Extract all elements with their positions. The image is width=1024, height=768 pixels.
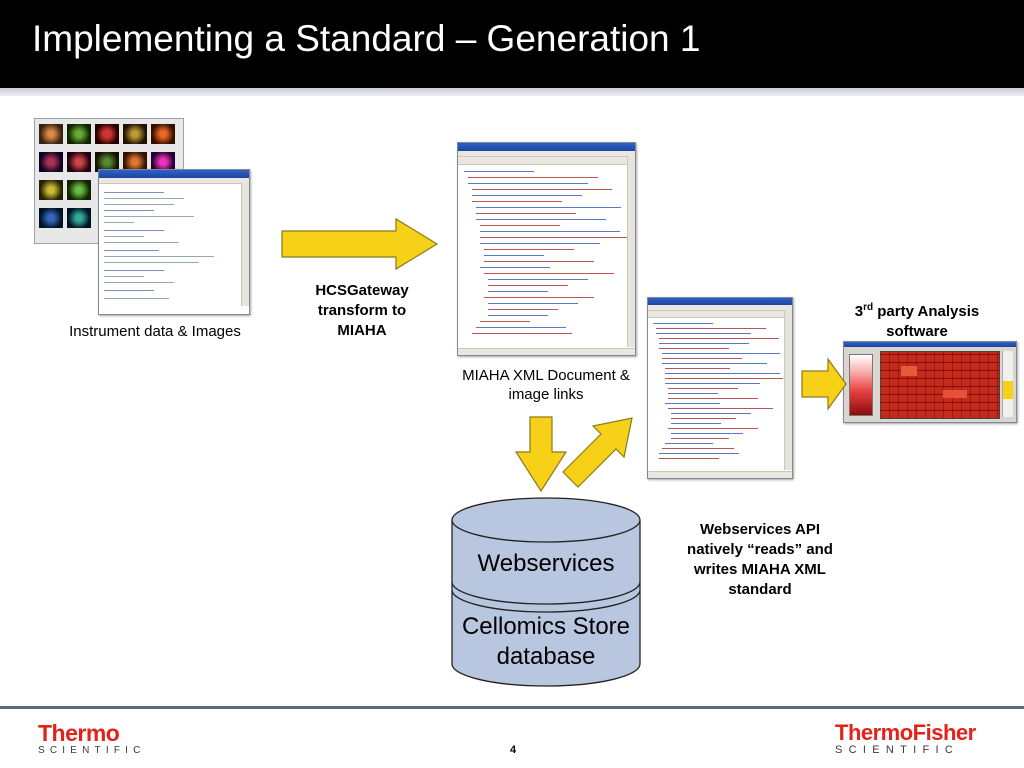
arrow-up-to-xml-window xyxy=(562,417,633,488)
instrument-data-window xyxy=(98,169,250,315)
webservices-api-line3: writes MIAHA XML xyxy=(694,561,826,578)
footer-divider xyxy=(0,706,1024,709)
miaha-xml-window-updated xyxy=(647,297,793,479)
logo-word-scientific-right: SCIENTIFIC xyxy=(835,744,960,756)
miaha-xml-window xyxy=(457,142,636,356)
analysis-software-screenshot xyxy=(843,341,1017,423)
miaha-doc-label-line2: image links xyxy=(508,386,584,403)
webservices-api-label: Webservices API natively “reads” and wri… xyxy=(662,520,858,600)
thermofisher-scientific-logo: ThermoFisher SCIENTIFIC xyxy=(835,720,985,756)
miaha-doc-label: MIAHA XML Document & image links xyxy=(440,366,652,404)
logo-word-thermofisher: ThermoFisher xyxy=(835,720,976,745)
hcsgateway-label-line3: MIAHA xyxy=(337,322,387,339)
title-bar xyxy=(0,0,1024,88)
database-webservices-label: Webservices xyxy=(477,550,615,577)
thermo-scientific-logo: Thermo SCIENTIFIC xyxy=(38,720,148,756)
arrow-right-to-analysis xyxy=(801,357,847,411)
database-store-label-line1: Cellomics Store xyxy=(461,613,631,640)
slide-title: Implementing a Standard – Generation 1 xyxy=(32,18,701,59)
color-scale-bar xyxy=(849,354,873,416)
webservices-api-line2: natively “reads” and xyxy=(687,541,833,558)
arrow-right-to-xml xyxy=(281,217,439,271)
database-store-label-line2: database xyxy=(496,643,596,670)
miaha-doc-label-line1: MIAHA XML Document & xyxy=(462,367,630,384)
heatmap-plate xyxy=(880,351,1000,419)
database-store-label: Cellomics Store database xyxy=(446,612,646,672)
third-party-label: 3rd party Analysis software xyxy=(832,298,1002,342)
hcsgateway-label-line1: HCSGateway xyxy=(315,282,409,299)
third-party-label-line2: software xyxy=(886,323,948,340)
instrument-data-label: Instrument data & Images xyxy=(69,323,241,340)
hcsgateway-label: HCSGateway transform to MIAHA xyxy=(282,281,442,341)
ordinal-suffix: rd xyxy=(863,302,874,313)
webservices-api-line1: Webservices API xyxy=(699,521,821,538)
logo-word-scientific: SCIENTIFIC xyxy=(38,745,146,756)
page-number: 4 xyxy=(509,744,517,756)
webservices-api-line4: standard xyxy=(728,581,792,598)
arrow-down-to-database xyxy=(514,416,568,493)
side-panel xyxy=(1002,351,1013,417)
header-divider xyxy=(0,88,1024,96)
third-party-label-line1: 3rd party Analysis xyxy=(854,302,980,320)
logo-word-thermo: Thermo xyxy=(38,720,120,746)
hcsgateway-label-line2: transform to xyxy=(317,302,407,319)
